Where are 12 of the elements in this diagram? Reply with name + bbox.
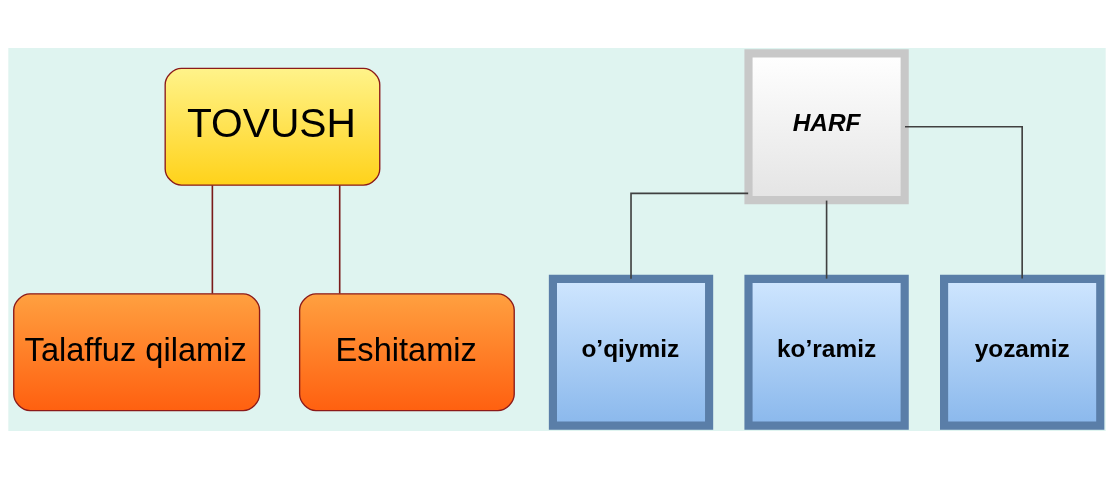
connector xyxy=(825,199,828,280)
connector xyxy=(338,184,341,295)
node-box: TOVUSH xyxy=(164,67,381,186)
connector xyxy=(211,184,214,295)
node-box: ko’ramiz xyxy=(744,274,909,430)
connector xyxy=(630,192,749,280)
node-box: yozamiz xyxy=(940,274,1105,430)
node-box: Talaffuz qilamiz xyxy=(13,293,261,412)
connector xyxy=(904,125,1023,280)
node-box: Eshitamiz xyxy=(298,293,515,412)
node-box: HARF xyxy=(744,49,909,205)
node-box: o’qiymiz xyxy=(548,274,714,430)
